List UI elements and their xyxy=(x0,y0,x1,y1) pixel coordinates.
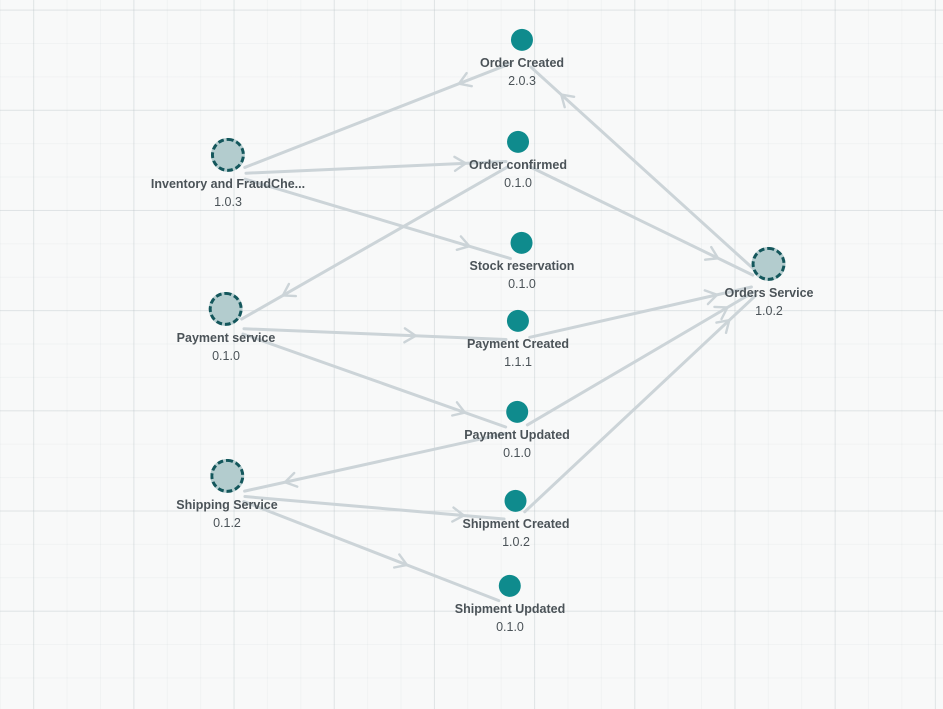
message-node-icon[interactable] xyxy=(506,400,528,423)
node-label: Payment service xyxy=(176,330,276,345)
edge-arrowhead-icon xyxy=(283,471,299,488)
edge-arrowhead-icon xyxy=(393,553,409,569)
graph-node-shipping-service[interactable]: Shipping Service 0.1.2 xyxy=(176,458,278,531)
message-node-icon[interactable] xyxy=(510,231,533,254)
service-node-icon[interactable] xyxy=(209,291,243,326)
node-version: 1.0.3 xyxy=(214,194,242,209)
node-label: Shipment Updated xyxy=(454,601,566,616)
edge-arrowhead-icon xyxy=(560,93,576,109)
node-version: 1.1.1 xyxy=(504,354,532,369)
graph-node-stock-reservation[interactable]: Stock reservation 0.1.0 xyxy=(469,231,575,292)
node-label: Order confirmed xyxy=(469,157,567,172)
node-version: 0.1.0 xyxy=(503,445,531,460)
node-version: 0.1.2 xyxy=(213,515,241,530)
graph-node-shipment-updated[interactable]: Shipment Updated 0.1.0 xyxy=(454,574,566,635)
node-label: Orders Service xyxy=(724,285,814,300)
node-label: Shipping Service xyxy=(176,497,278,512)
graph-node-order-created[interactable]: Order Created 2.0.3 xyxy=(479,28,565,89)
graph-node-shipment-created[interactable]: Shipment Created 1.0.2 xyxy=(462,489,570,550)
edge-arrowhead-icon xyxy=(703,289,719,306)
node-version: 0.1.0 xyxy=(496,619,524,634)
message-node-icon[interactable] xyxy=(507,130,529,153)
node-version: 1.0.2 xyxy=(502,534,530,549)
node-label: Payment Created xyxy=(466,336,570,351)
node-version: 2.0.3 xyxy=(508,73,536,88)
edge-arrowhead-icon xyxy=(453,155,467,173)
node-version: 1.0.2 xyxy=(755,303,783,318)
node-label: Payment Updated xyxy=(464,427,570,442)
edge-arrowhead-icon xyxy=(281,282,298,298)
message-node-icon[interactable] xyxy=(507,309,529,332)
edge-arrowhead-icon xyxy=(457,71,473,88)
node-label: Stock reservation xyxy=(469,258,575,273)
service-node-icon[interactable] xyxy=(209,458,244,493)
message-node-icon[interactable] xyxy=(498,574,521,597)
node-version: 0.1.0 xyxy=(212,348,240,363)
edge-arrowhead-icon xyxy=(403,327,417,344)
node-version: 0.1.0 xyxy=(504,175,532,190)
graph-node-payment-service[interactable]: Payment service 0.1.0 xyxy=(176,291,276,364)
node-version: 0.1.0 xyxy=(508,276,536,291)
service-node-icon[interactable] xyxy=(211,137,245,172)
graph-node-payment-updated[interactable]: Payment Updated 0.1.0 xyxy=(464,400,570,461)
edge-arrowhead-icon xyxy=(703,245,720,261)
service-node-icon[interactable] xyxy=(751,246,786,281)
message-node-icon[interactable] xyxy=(505,489,527,512)
graph-node-orders-service[interactable]: Orders Service 1.0.2 xyxy=(724,246,814,319)
node-label: Shipment Created xyxy=(462,516,570,531)
graph-node-order-confirmed[interactable]: Order confirmed 0.1.0 xyxy=(469,130,567,191)
graph-node-inventory-and-fraudcheck[interactable]: Inventory and FraudChe... 1.0.3 xyxy=(150,137,306,210)
node-label: Order Created xyxy=(479,55,565,70)
graph-node-payment-created[interactable]: Payment Created 1.1.1 xyxy=(466,309,570,370)
message-node-icon[interactable] xyxy=(511,28,533,51)
node-label: Inventory and FraudChe... xyxy=(150,176,306,191)
